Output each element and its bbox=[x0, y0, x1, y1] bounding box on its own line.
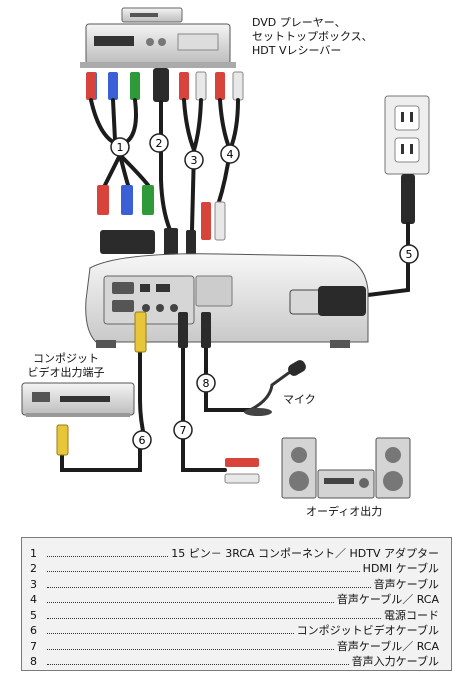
legend-number: 6 bbox=[30, 624, 37, 637]
legend-leader bbox=[47, 632, 294, 634]
legend-text: 15 ピン－ 3RCA コンポーネント／ HDTV アダプター bbox=[171, 546, 439, 560]
svg-text:3: 3 bbox=[191, 154, 198, 167]
marker-6: 6 bbox=[132, 430, 152, 450]
dvd-player-device bbox=[80, 7, 236, 68]
legend-row: 2 HDMI ケーブル bbox=[30, 560, 439, 575]
marker-1: 1 bbox=[110, 137, 130, 157]
svg-text:4: 4 bbox=[227, 148, 234, 161]
legend-row: 7 音声ケーブル／ RCA bbox=[30, 637, 439, 653]
composite-source-label: コンポジット ビデオ出力端子 bbox=[6, 352, 126, 380]
dvd-label-line-1: DVD プレーヤー、 bbox=[252, 16, 346, 29]
legend-row: 8 音声入力ケーブル bbox=[30, 653, 439, 668]
microphone-label: マイク bbox=[283, 393, 316, 406]
marker-3: 3 bbox=[184, 150, 204, 170]
composite-source-device bbox=[21, 382, 135, 417]
marker-5: 5 bbox=[399, 244, 419, 264]
legend-leader bbox=[47, 663, 349, 665]
svg-text:1: 1 bbox=[117, 141, 124, 154]
legend-leader bbox=[47, 586, 371, 588]
legend-number: 5 bbox=[30, 608, 37, 622]
legend-leader bbox=[47, 648, 334, 650]
legend-leader bbox=[47, 617, 381, 619]
connection-diagram: 1 2 3 4 5 6 7 8 bbox=[21, 7, 430, 499]
legend-number: 2 bbox=[30, 562, 37, 575]
composite-label-line-1: コンポジット bbox=[33, 352, 99, 365]
projector bbox=[85, 253, 369, 348]
legend-row: 1 15 ピン－ 3RCA コンポーネント／ HDTV アダプター bbox=[30, 544, 439, 560]
marker-2: 2 bbox=[149, 133, 169, 153]
svg-text:5: 5 bbox=[406, 248, 413, 261]
legend-text: 音声ケーブル／ RCA bbox=[336, 639, 439, 653]
legend-leader bbox=[47, 555, 169, 557]
composite-label-line-2: ビデオ出力端子 bbox=[27, 366, 105, 379]
legend-text: 音声ケーブル／ RCA bbox=[336, 593, 439, 606]
legend-text: 電源コード bbox=[384, 608, 439, 622]
audio-system bbox=[281, 437, 411, 499]
cable-legend: 1 15 ピン－ 3RCA コンポーネント／ HDTV アダプター 2 HDMI… bbox=[21, 537, 452, 671]
marker-7: 7 bbox=[173, 420, 193, 440]
composite-plugs bbox=[56, 311, 211, 456]
legend-text: コンポジットビデオケーブル bbox=[296, 624, 439, 637]
svg-text:2: 2 bbox=[156, 137, 163, 150]
marker-8: 8 bbox=[196, 373, 216, 393]
legend-number: 4 bbox=[30, 593, 37, 606]
legend-leader bbox=[47, 601, 334, 603]
dvd-label-line-3: HDT Vレシーバー bbox=[252, 44, 342, 57]
microphone bbox=[244, 360, 306, 416]
speaker-rca-plugs bbox=[224, 458, 260, 484]
legend-text: 音声ケーブル bbox=[373, 577, 439, 591]
legend-row: 6 コンポジットビデオケーブル bbox=[30, 622, 439, 637]
legend-leader bbox=[47, 570, 360, 572]
legend-number: 3 bbox=[30, 577, 37, 591]
wall-outlet bbox=[384, 95, 430, 224]
legend-row: 5 電源コード bbox=[30, 606, 439, 622]
legend-row: 4 音声ケーブル／ RCA bbox=[30, 591, 439, 606]
legend-text: HDMI ケーブル bbox=[362, 562, 439, 575]
legend-row: 3 音声ケーブル bbox=[30, 575, 439, 591]
number-markers: 1 2 3 4 5 6 7 8 bbox=[110, 133, 419, 450]
component-adapter bbox=[97, 185, 155, 254]
svg-text:8: 8 bbox=[203, 377, 210, 390]
projector-input-plugs bbox=[164, 201, 226, 262]
dvd-device-label: DVD プレーヤー、 セットトップボックス、 HDT Vレシーバー bbox=[252, 16, 373, 58]
legend-number: 1 bbox=[30, 546, 37, 560]
svg-text:7: 7 bbox=[180, 424, 187, 437]
svg-text:6: 6 bbox=[139, 434, 146, 447]
audio-output-label: オーディオ出力 bbox=[306, 505, 383, 518]
legend-text: 音声入力ケーブル bbox=[351, 655, 439, 668]
dvd-label-line-2: セットトップボックス、 bbox=[252, 30, 373, 43]
dvd-output-plugs bbox=[86, 68, 244, 102]
marker-4: 4 bbox=[220, 144, 240, 164]
legend-number: 7 bbox=[30, 639, 37, 653]
legend-number: 8 bbox=[30, 655, 37, 668]
